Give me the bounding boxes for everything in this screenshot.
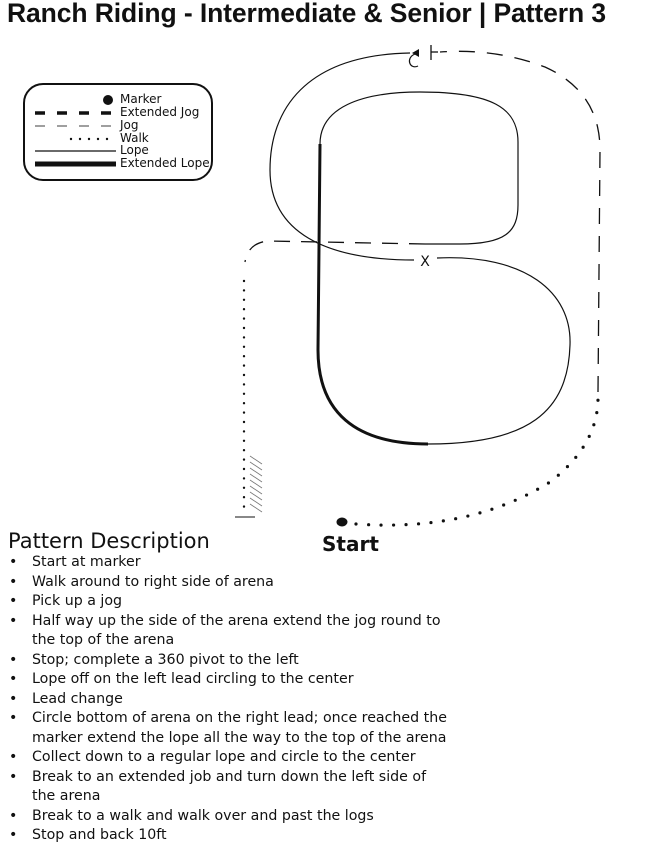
walk-path-start (354, 396, 600, 527)
list-item: Pick up a jog (8, 592, 453, 612)
legend-label-extended-jog: Extended Jog (120, 105, 200, 119)
lope-path-top-circle (319, 91, 519, 245)
jog-path-left (244, 240, 426, 263)
start-label: Start (322, 532, 379, 556)
legend-marker-icon (103, 95, 113, 105)
list-item: Break to a walk and walk over and past t… (8, 807, 453, 827)
list-item: Collect down to a regular lope and circl… (8, 748, 453, 768)
list-item: Stop; complete a 360 pivot to the left (8, 651, 453, 671)
list-item: Lope off on the left lead circling to th… (8, 670, 453, 690)
start-marker (336, 517, 348, 527)
lope-path-right-circle (427, 257, 571, 445)
description-heading: Pattern Description (8, 529, 210, 553)
pattern-steps-list: Start at marker Walk around to right sid… (8, 553, 453, 846)
center-marker-x: X (420, 254, 430, 270)
list-item: Stop and back 10ft (8, 826, 453, 846)
legend-label-marker: Marker (120, 92, 162, 106)
legend-label-jog: Jog (120, 118, 139, 132)
legend-box (23, 83, 213, 181)
list-item: Break to an extended job and turn down t… (8, 768, 453, 807)
pivot-arrow-icon (408, 49, 419, 68)
legend-label-lope: Lope (120, 143, 149, 157)
list-item: Lead change (8, 690, 453, 710)
list-item: Circle bottom of arena on the right lead… (8, 709, 453, 748)
logs-obstacle (249, 455, 263, 513)
list-item: Walk around to right side of arena (8, 573, 453, 593)
legend-label-extended-lope: Extended Lope (120, 156, 210, 170)
legend-label-walk: Walk (120, 131, 149, 145)
jog-path-right (439, 50, 601, 393)
list-item: Start at marker (8, 553, 453, 573)
page-title: Ranch Riding - Intermediate & Senior | P… (7, 0, 606, 28)
lope-path-left-circle (269, 52, 415, 261)
extended-lope-path (316, 143, 429, 446)
list-item: Half way up the side of the arena extend… (8, 612, 453, 651)
